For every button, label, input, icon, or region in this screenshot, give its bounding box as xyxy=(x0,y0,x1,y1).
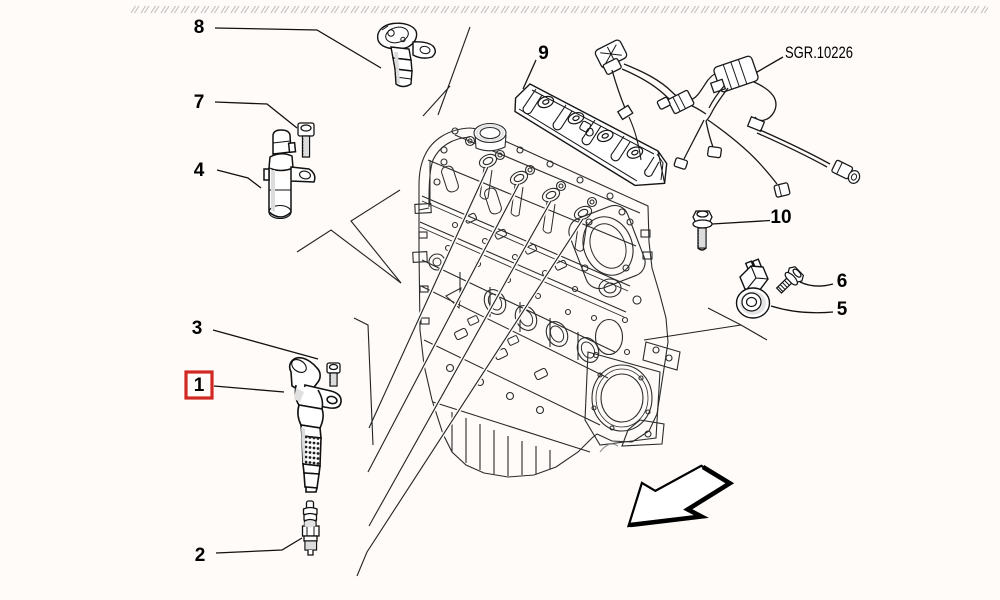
svg-text:2: 2 xyxy=(195,545,206,566)
svg-text:7: 7 xyxy=(194,92,205,113)
svg-text:1: 1 xyxy=(194,375,205,396)
svg-text:SGR.10226: SGR.10226 xyxy=(785,43,853,62)
svg-text:9: 9 xyxy=(538,43,549,64)
svg-text:3: 3 xyxy=(192,318,203,339)
svg-text:10: 10 xyxy=(770,207,791,228)
svg-text:5: 5 xyxy=(837,299,848,320)
svg-text:8: 8 xyxy=(194,17,205,38)
svg-text:6: 6 xyxy=(837,271,848,292)
svg-text:4: 4 xyxy=(194,160,205,181)
